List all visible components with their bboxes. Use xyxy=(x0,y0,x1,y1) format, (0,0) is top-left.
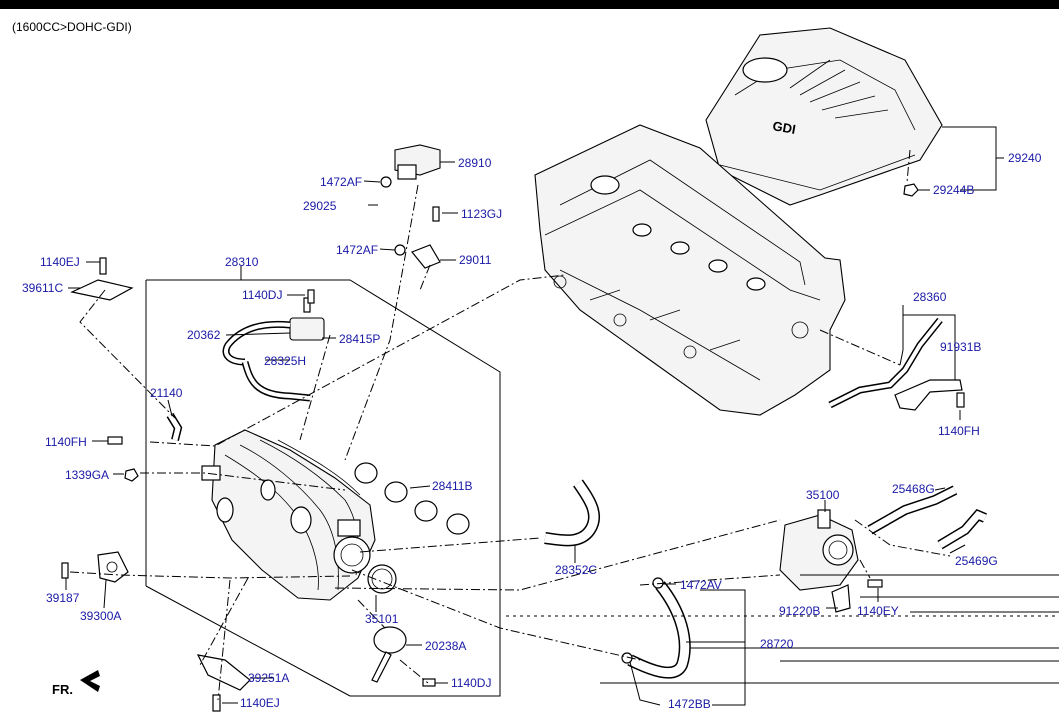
label-28352C[interactable]: 28352C xyxy=(555,563,597,577)
label-29244B[interactable]: 29244B xyxy=(933,183,974,197)
throttle-body[interactable] xyxy=(779,509,859,591)
scan-noise xyxy=(506,574,1059,684)
label-1140FH-right[interactable]: 1140FH xyxy=(938,424,980,438)
pcv-clamp-top[interactable] xyxy=(380,176,392,188)
bracket-39611C[interactable] xyxy=(70,279,134,301)
label-35100[interactable]: 35100 xyxy=(806,488,840,502)
bolt-39187[interactable] xyxy=(61,562,69,579)
bracket-91931B[interactable] xyxy=(894,379,963,411)
label-1140DJ-top[interactable]: 1140DJ xyxy=(242,288,282,302)
throttle-gasket-ring[interactable] xyxy=(367,564,397,594)
bolt-1140EY[interactable] xyxy=(867,579,883,588)
label-25468G[interactable]: 25468G xyxy=(892,482,935,496)
label-1123GJ[interactable]: 1123GJ xyxy=(461,207,502,221)
label-35101[interactable]: 35101 xyxy=(365,612,399,626)
label-1140EJ-top[interactable]: 1140EJ xyxy=(40,255,80,269)
purge-control-solenoid[interactable] xyxy=(289,297,325,341)
label-1472AV[interactable]: 1472AV xyxy=(680,578,722,592)
cover-nut[interactable] xyxy=(903,183,919,197)
pcv-clamp-bottom[interactable] xyxy=(394,244,406,256)
vacuum-hose-28325H[interactable] xyxy=(241,361,311,402)
top-bar xyxy=(0,0,1059,9)
label-1339GA[interactable]: 1339GA xyxy=(65,468,109,482)
leader-lines xyxy=(65,126,1004,706)
label-39611C[interactable]: 39611C xyxy=(22,281,63,295)
hose-21140[interactable] xyxy=(166,412,183,441)
part-labels: 28910 1472AF 29025 1123GJ 1472AF 29011 2… xyxy=(22,151,1042,711)
label-28360[interactable]: 28360 xyxy=(913,290,947,304)
label-1140EY[interactable]: 1140EY xyxy=(857,604,899,618)
bolt-1123GJ[interactable] xyxy=(432,206,440,222)
label-29240[interactable]: 29240 xyxy=(1008,151,1042,165)
intake-manifold[interactable] xyxy=(201,429,376,601)
vacuum-hose-20362[interactable] xyxy=(222,320,291,366)
label-20362[interactable]: 20362 xyxy=(187,328,221,342)
label-1140DJ-bottom[interactable]: 1140DJ xyxy=(451,676,491,690)
bolt-1140DJ-bottom[interactable] xyxy=(422,678,436,687)
front-direction-label: FR. xyxy=(52,682,73,697)
label-28415P[interactable]: 28415P xyxy=(339,332,380,346)
pcv-valve[interactable] xyxy=(394,144,441,180)
hose-25469G[interactable] xyxy=(937,508,987,550)
hose-25468G[interactable] xyxy=(867,485,958,535)
label-28411B[interactable]: 28411B xyxy=(432,479,472,493)
manifold-gasket[interactable] xyxy=(354,462,470,535)
label-29025[interactable]: 29025 xyxy=(303,199,337,213)
label-39187[interactable]: 39187 xyxy=(46,591,80,605)
label-29011[interactable]: 29011 xyxy=(459,253,492,267)
pipe-28360[interactable] xyxy=(828,317,943,409)
label-28720[interactable]: 28720 xyxy=(760,637,794,651)
pcv-bracket[interactable] xyxy=(411,244,441,269)
bolt-1140DJ-top[interactable] xyxy=(307,289,315,304)
engine-cover[interactable]: GDI xyxy=(705,27,943,206)
water-hose-28720[interactable] xyxy=(627,581,691,679)
label-1140EJ-bottom[interactable]: 1140EJ xyxy=(240,696,280,710)
actuator-20238A[interactable] xyxy=(371,626,407,683)
pcv-hose[interactable] xyxy=(372,180,402,254)
bolt-1140FH-right[interactable] xyxy=(956,392,965,408)
bolt-1140EJ-top[interactable] xyxy=(99,257,107,275)
throttle-body-main[interactable] xyxy=(333,519,371,574)
label-1472BB[interactable]: 1472BB xyxy=(668,697,711,711)
nut-1339GA[interactable] xyxy=(124,468,139,482)
label-28310[interactable]: 28310 xyxy=(225,255,259,269)
bracket-91220B[interactable] xyxy=(831,584,851,613)
front-arrow-icon xyxy=(80,670,100,692)
label-91931B[interactable]: 91931B xyxy=(940,340,981,354)
engine-spec-title: (1600CC>DOHC-GDI) xyxy=(12,20,132,34)
manifold-assembly-frame xyxy=(145,279,501,697)
assembly-lines xyxy=(69,149,951,701)
label-1472AF-bottom[interactable]: 1472AF xyxy=(336,243,378,257)
label-25469G[interactable]: 25469G xyxy=(955,554,998,568)
bolt-1140EJ-bottom[interactable] xyxy=(212,694,221,712)
cover-badge: GDI xyxy=(771,118,796,137)
label-28910[interactable]: 28910 xyxy=(458,156,492,170)
label-1472AF-top[interactable]: 1472AF xyxy=(320,175,362,189)
label-91220B[interactable]: 91220B xyxy=(779,604,820,618)
bracket-39251A[interactable] xyxy=(196,654,251,691)
bolt-1140FH-left[interactable] xyxy=(107,436,123,445)
sensor-39300A[interactable] xyxy=(97,551,129,583)
label-20238A[interactable]: 20238A xyxy=(425,639,466,653)
cylinder-head[interactable] xyxy=(534,124,846,416)
water-hose-28352C[interactable] xyxy=(544,479,601,547)
label-1140FH-left[interactable]: 1140FH xyxy=(45,435,87,449)
label-39251A[interactable]: 39251A xyxy=(248,671,289,685)
label-21140[interactable]: 21140 xyxy=(150,386,183,400)
label-28325H[interactable]: 28325H xyxy=(264,354,306,368)
label-39300A[interactable]: 39300A xyxy=(80,609,121,623)
